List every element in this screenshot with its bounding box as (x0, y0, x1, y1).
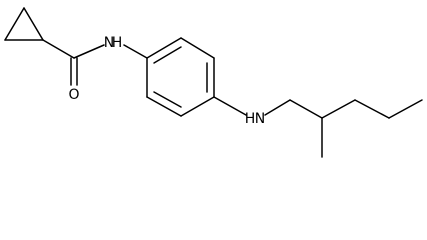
nitrogen-to-ring-bond (123, 44, 148, 59)
ch-to-ch2-bond (321, 99, 356, 119)
ch2-to-ch2-bond (354, 99, 390, 119)
amine-to-ch2-bond (264, 99, 291, 116)
benzene-bond-4 (180, 96, 215, 117)
benzene-inner-bond-1 (153, 46, 182, 64)
amide-nitrogen-label: N (104, 35, 114, 51)
ring-to-amine-bond (213, 96, 247, 116)
molecule-structure: N H O H N (4, 7, 423, 158)
ring-to-carbonyl-bond (42, 39, 75, 59)
structure-canvas: N H O H N (4, 7, 423, 158)
carbonyl-oxygen-label: O (68, 87, 79, 103)
carbonyl-to-nitrogen-bond (73, 44, 105, 59)
ch2-to-ch3-bond (388, 99, 423, 119)
amide-group (42, 39, 148, 86)
benzene-ring (146, 37, 215, 117)
alkylamine-chain (213, 96, 423, 158)
ch2-to-ch-bond (289, 99, 323, 119)
ring-bond-2 (23, 7, 44, 41)
amine-hydrogen-label: H (245, 111, 256, 127)
ring-bond-1 (4, 7, 25, 41)
cyclopropyl-ring (4, 7, 44, 41)
amine-nitrogen-label: N (255, 111, 265, 127)
benzene-inner-bond-3 (153, 91, 182, 108)
amide-hydrogen-label: H (112, 35, 123, 51)
benzene-bond-2 (180, 37, 215, 59)
benzene-bond-5 (146, 96, 182, 117)
benzene-bond-1 (146, 37, 182, 59)
